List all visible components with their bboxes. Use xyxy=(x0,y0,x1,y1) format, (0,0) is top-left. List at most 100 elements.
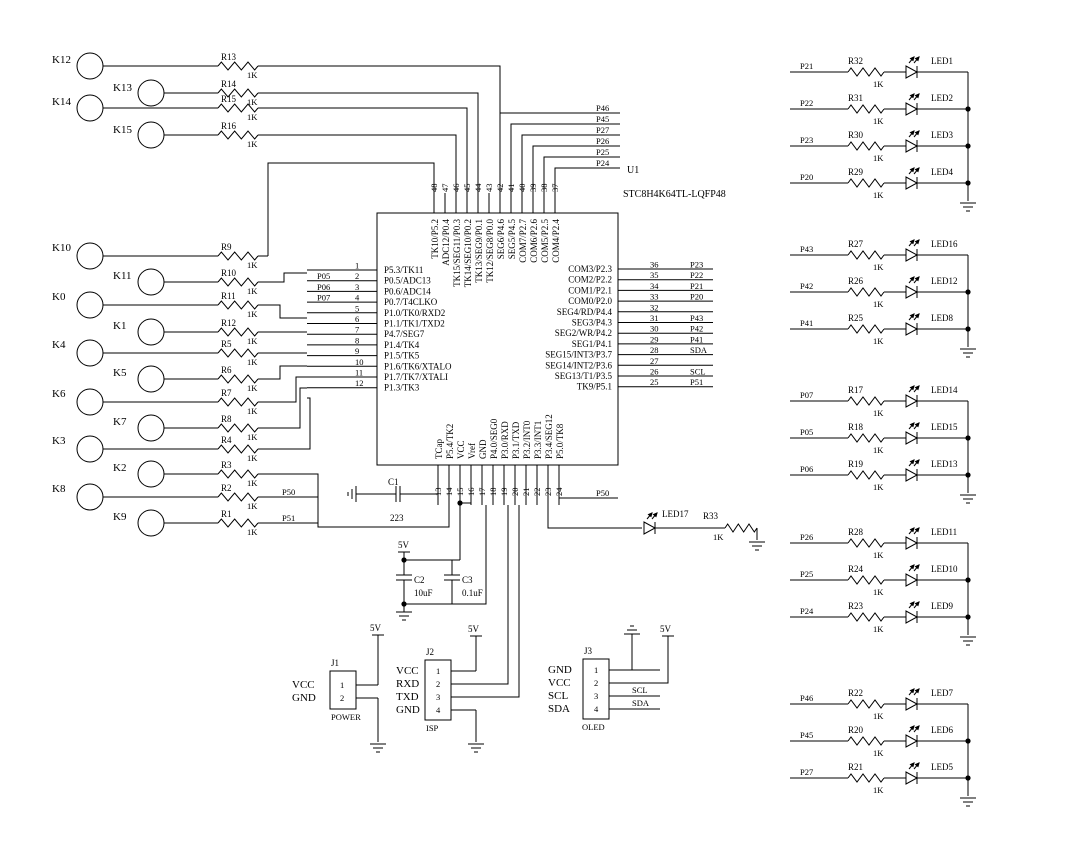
resistor-value: 1K xyxy=(873,116,884,126)
net-label: P23 xyxy=(690,260,703,270)
arrow-head xyxy=(914,459,920,465)
cap-value: 223 xyxy=(390,513,404,523)
net-label: P20 xyxy=(690,292,703,302)
net-label: P26 xyxy=(800,532,813,542)
net-label: P06 xyxy=(317,282,330,292)
net-label: P22 xyxy=(690,270,703,280)
resistor-symbol xyxy=(217,61,259,71)
resistor-value: 1K xyxy=(247,97,258,107)
vcc-label: 5V xyxy=(370,623,382,633)
pin-label: COM3/P2.3 xyxy=(568,264,612,274)
resistor-ref: R14 xyxy=(221,79,237,89)
led-emission-icon xyxy=(908,762,920,770)
pin-number: 35 xyxy=(650,270,659,280)
net-label: SCL xyxy=(690,367,706,377)
resistor-ref: R26 xyxy=(848,276,864,286)
pin-label: P1.3/TK3 xyxy=(384,383,420,393)
resistor-symbol xyxy=(847,141,885,151)
pin-number: 21 xyxy=(521,488,531,497)
arrow-head xyxy=(914,601,920,607)
led-emission-icon xyxy=(646,512,658,520)
pin-label: TK9/P5.1 xyxy=(577,382,612,392)
pin-number: 11 xyxy=(355,368,363,378)
chip-part-number: STC8H4K64TL-LQFP48 xyxy=(623,189,726,200)
led-emission-icon xyxy=(908,167,920,175)
resistor-value: 1K xyxy=(247,70,258,80)
resistor-value: 1K xyxy=(247,478,258,488)
pin-label: TK15/SEG11/P0.3 xyxy=(452,219,462,287)
resistor-ref: R5 xyxy=(221,339,232,349)
resistor-ref: R6 xyxy=(221,365,232,375)
led-symbol xyxy=(905,431,919,445)
wire xyxy=(521,134,620,193)
resistor-symbol xyxy=(847,736,885,746)
pin-label: Vref xyxy=(467,443,477,459)
net-label: P24 xyxy=(596,158,610,168)
pin-number: 16 xyxy=(466,488,476,497)
key-label: K9 xyxy=(113,511,127,523)
led-ref: LED4 xyxy=(931,167,953,177)
pin-number: 19 xyxy=(499,488,509,497)
pin-label: COM2/P2.2 xyxy=(568,275,612,285)
wire xyxy=(554,167,620,193)
cap-value: 10uF xyxy=(414,588,433,598)
resistor-symbol xyxy=(847,324,885,334)
ground-icon xyxy=(396,611,412,621)
resistor-ref: R23 xyxy=(848,601,864,611)
resistor-symbol xyxy=(217,130,259,140)
net-label: SDA xyxy=(632,698,650,708)
resistor-value: 1K xyxy=(247,501,258,511)
resistor-ref: R25 xyxy=(848,313,864,323)
arrow-head xyxy=(909,313,915,319)
resistor-ref: R11 xyxy=(221,291,236,301)
pin-label: TCap xyxy=(434,439,444,459)
wire xyxy=(267,162,435,256)
pin-label: COM5/P2.5 xyxy=(540,219,550,263)
resistor-symbol xyxy=(847,699,885,709)
led-emission-icon xyxy=(908,688,920,696)
arrow-head xyxy=(909,601,915,607)
resistor-symbol xyxy=(847,287,885,297)
pin-label: P3.4/SEG12 xyxy=(544,414,554,459)
key-label: K5 xyxy=(113,367,127,379)
arrow-head xyxy=(914,56,920,62)
arrow-head xyxy=(647,512,653,518)
led-ref: LED17 xyxy=(662,509,689,519)
net-label: P45 xyxy=(800,730,813,740)
net-label: P41 xyxy=(690,334,703,344)
key-button-icon xyxy=(137,509,165,537)
signal-label: TXD xyxy=(396,691,419,703)
key-button-icon xyxy=(137,318,165,346)
resistor-value: 1K xyxy=(873,587,884,597)
led-emission-icon xyxy=(908,527,920,535)
pin-label: GND xyxy=(478,439,488,459)
pin-label: SEG14/INT2/P3.6 xyxy=(545,360,612,370)
net-label: P42 xyxy=(690,324,703,334)
led-ref: LED13 xyxy=(931,459,958,469)
resistor-ref: R3 xyxy=(221,460,232,470)
chip-ref: U1 xyxy=(627,165,639,176)
key-label: K14 xyxy=(52,96,71,108)
resistor-symbol xyxy=(847,396,885,406)
pin-number: 2 xyxy=(340,693,344,703)
pin-label: COM4/P2.4 xyxy=(551,219,561,263)
resistor-ref: R30 xyxy=(848,130,864,140)
arrow-head xyxy=(914,762,920,768)
resistor-symbol xyxy=(847,104,885,114)
connector-ref: J3 xyxy=(584,646,593,656)
arrow-head xyxy=(909,56,915,62)
signal-label: SCL xyxy=(548,690,568,702)
resistor-ref: R31 xyxy=(848,93,863,103)
resistor-symbol xyxy=(217,88,259,98)
key-label: K13 xyxy=(113,82,132,94)
pin-label: P5.3/TK11 xyxy=(384,265,423,275)
net-label: P50 xyxy=(282,487,295,497)
key-label: K3 xyxy=(52,435,66,447)
resistor-value: 1K xyxy=(247,432,258,442)
resistor-symbol xyxy=(847,433,885,443)
net-label: P27 xyxy=(596,125,609,135)
resistor-ref: R33 xyxy=(703,511,719,521)
resistor-value: 1K xyxy=(873,299,884,309)
key-button-icon xyxy=(76,435,104,463)
